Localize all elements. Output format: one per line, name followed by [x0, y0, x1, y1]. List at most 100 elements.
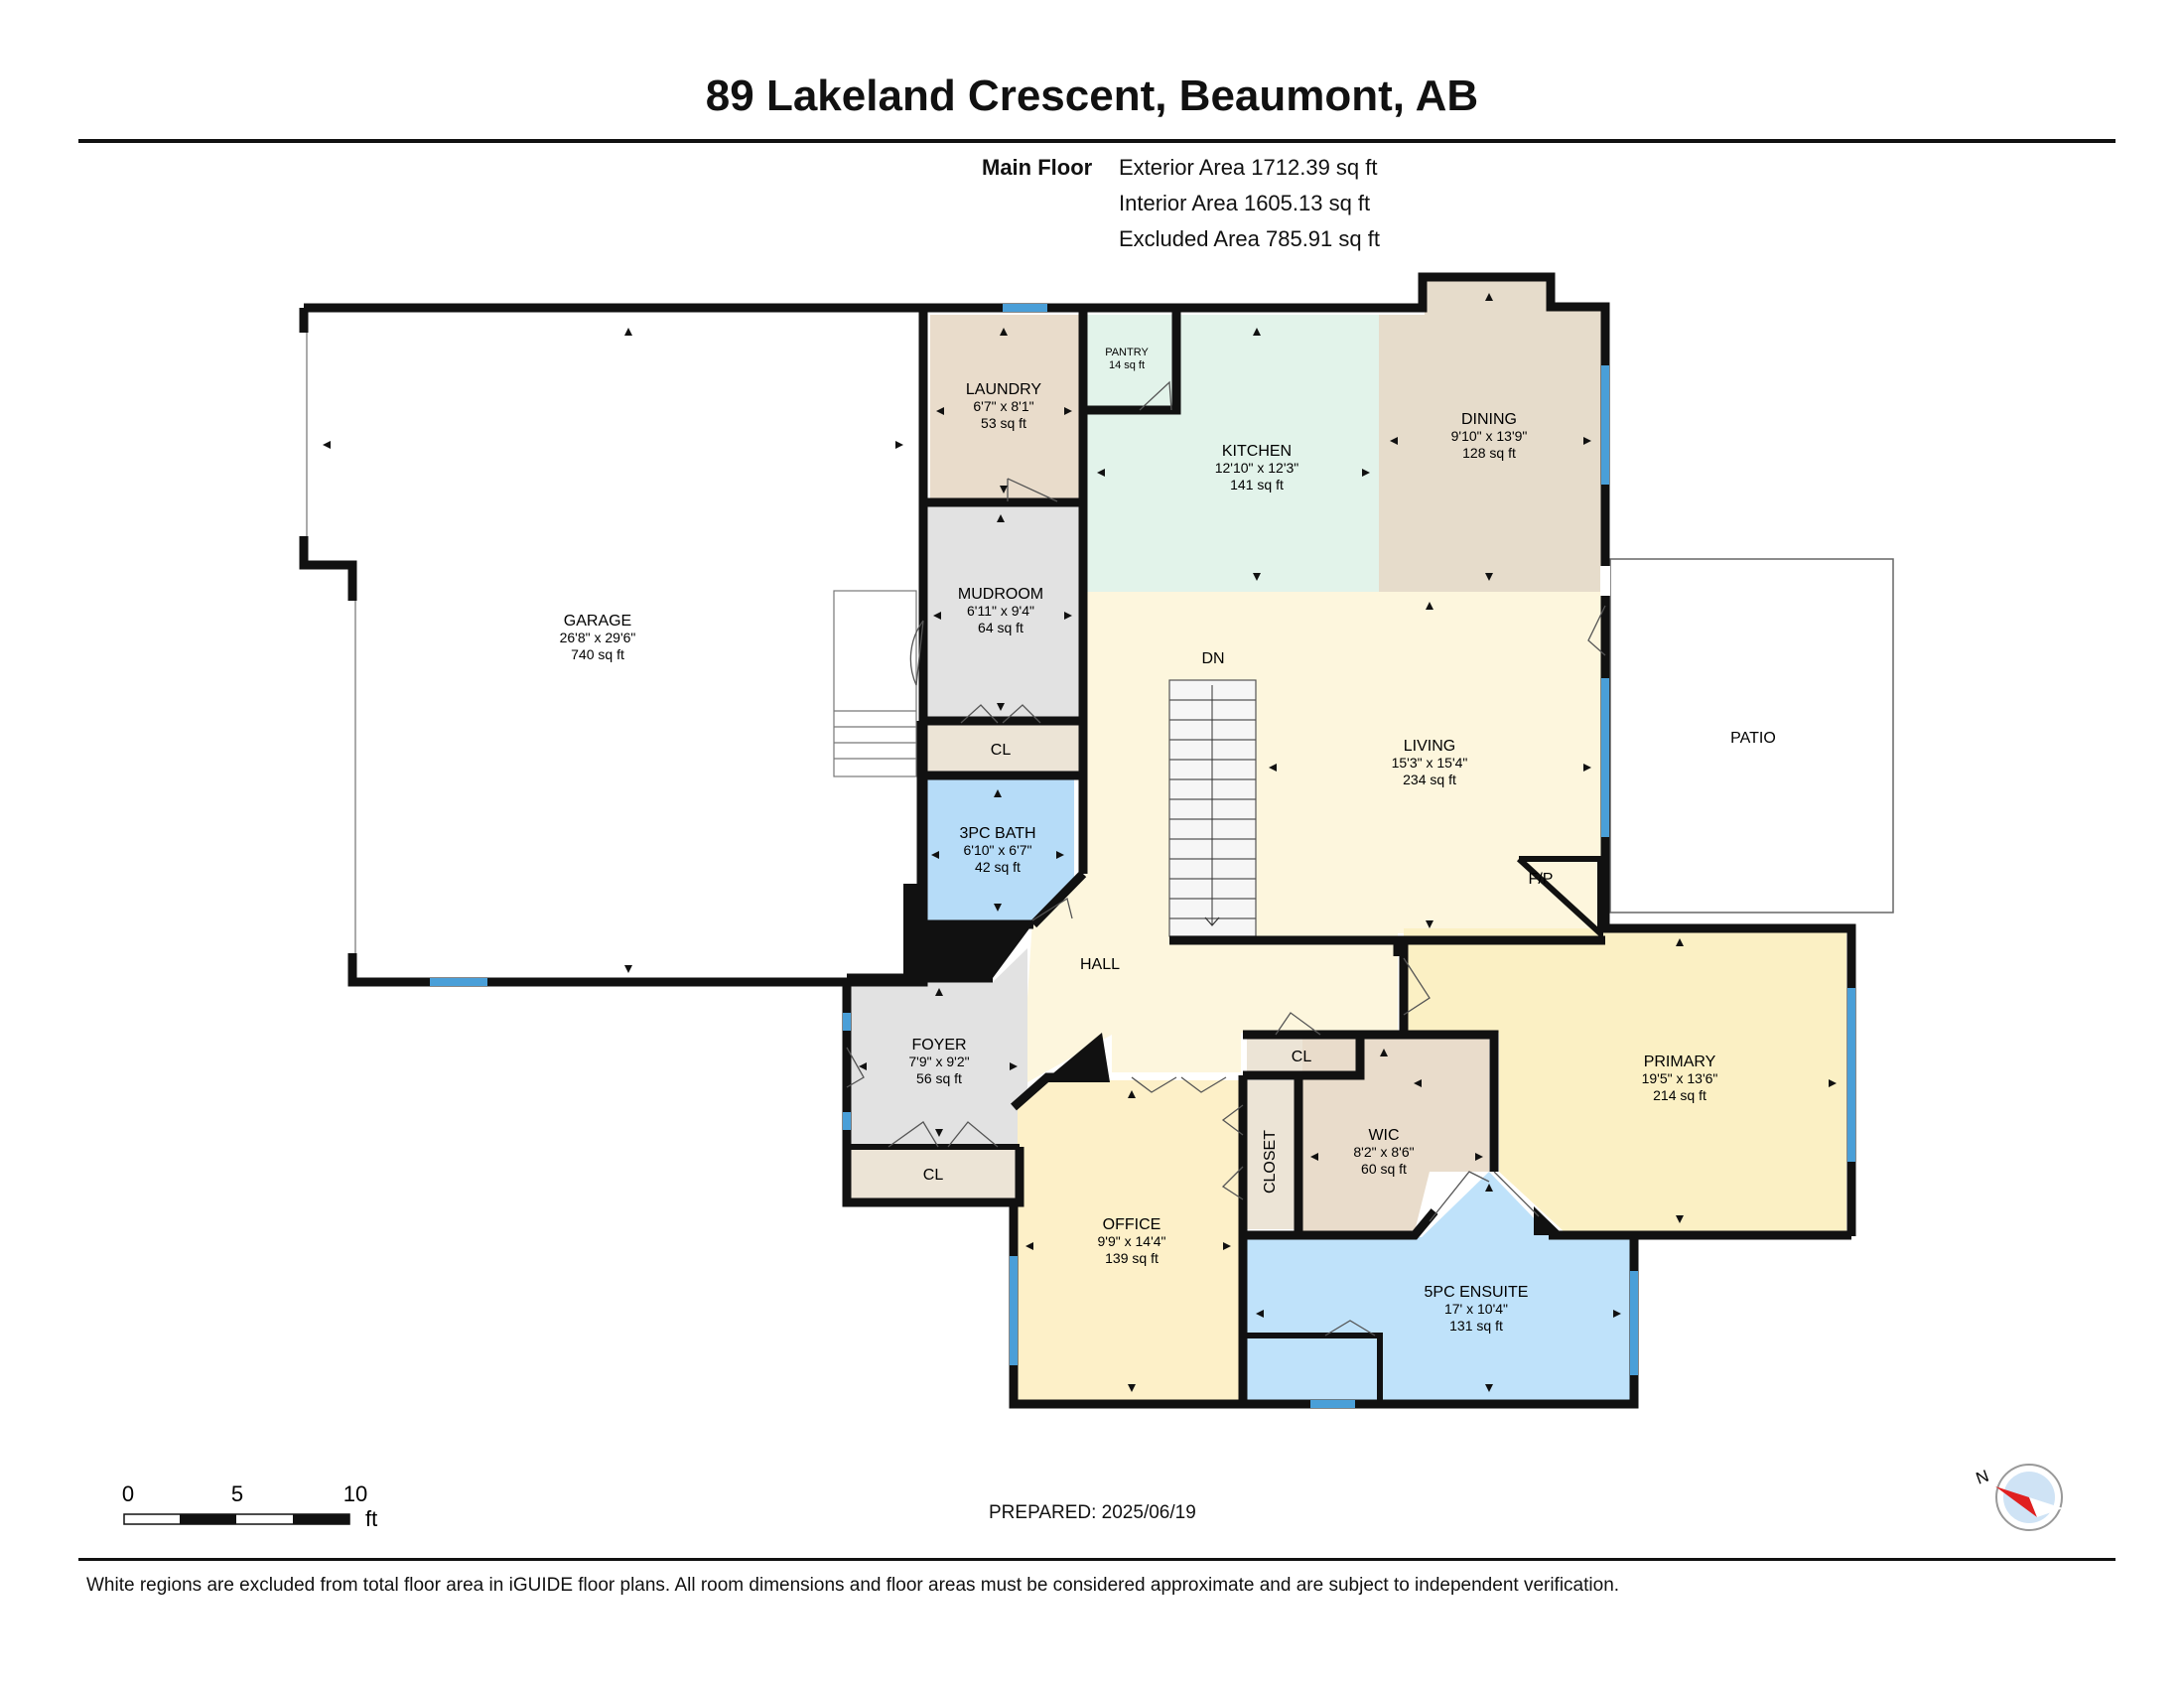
dimension-arrow — [997, 514, 1005, 522]
dimension-arrow — [1414, 1079, 1422, 1087]
foyer-name: FOYER — [911, 1037, 966, 1054]
primary-area: 214 sq ft — [1653, 1087, 1706, 1103]
hall-closet-name: CL — [1292, 1049, 1312, 1065]
dimension-arrow — [323, 441, 331, 449]
scale-label-10: 10 — [343, 1481, 367, 1506]
scale-bar: 0 5 10 ft — [122, 1481, 377, 1531]
fill-dining — [1379, 281, 1601, 592]
dimension-arrow — [933, 612, 941, 620]
footer-disclaimer: White regions are excluded from total fl… — [86, 1575, 1620, 1596]
scale-unit: ft — [365, 1506, 377, 1531]
kitchen-dim: 12'10" x 12'3" — [1215, 460, 1299, 476]
laundry-dim: 6'7" x 8'1" — [973, 398, 1033, 414]
patio-outline — [1609, 558, 1894, 914]
kitchen-area: 141 sq ft — [1230, 477, 1284, 492]
dimension-arrow — [1829, 1079, 1837, 1087]
dining-name: DINING — [1461, 411, 1517, 428]
closet-name: CLOSET — [1262, 1130, 1279, 1194]
fill-foyer — [851, 948, 1027, 1144]
patio-name: PATIO — [1730, 730, 1776, 747]
compass-north-label: N — [1974, 1467, 1991, 1488]
bath-dim: 6'10" x 6'7" — [964, 842, 1032, 858]
bath-name: 3PC BATH — [959, 825, 1035, 842]
wic-name: WIC — [1368, 1127, 1399, 1144]
living-area: 234 sq ft — [1403, 772, 1456, 787]
footer-rule — [78, 1558, 2116, 1561]
dimension-arrow — [1362, 469, 1370, 477]
dimension-arrow — [931, 851, 939, 859]
dimension-arrow — [1223, 1242, 1231, 1250]
garage-name: GARAGE — [564, 613, 631, 630]
fireplace-label: F/P — [1529, 871, 1554, 888]
fill-living — [1086, 592, 1601, 956]
floor-label: Main Floor — [982, 155, 1093, 180]
dining-dim: 9'10" x 13'9" — [1451, 428, 1528, 444]
laundry-area: 53 sq ft — [981, 415, 1026, 431]
ensuite-name: 5PC ENSUITE — [1425, 1284, 1529, 1301]
dimension-arrow — [1253, 328, 1261, 336]
excluded-area: Excluded Area 785.91 sq ft — [1119, 226, 1380, 251]
dimension-arrow — [935, 1129, 943, 1137]
dimension-arrow — [1064, 407, 1072, 415]
dimension-arrow — [1010, 1062, 1018, 1070]
mudroom-area: 64 sq ft — [978, 620, 1024, 635]
mud-closet-name: CL — [991, 742, 1012, 759]
living-dim: 15'3" x 15'4" — [1392, 755, 1468, 771]
hall-name: HALL — [1080, 956, 1120, 973]
dimension-arrow — [935, 988, 943, 996]
fill-kitchen — [1086, 315, 1379, 592]
ensuite-area: 131 sq ft — [1449, 1318, 1503, 1334]
dimension-arrow — [895, 441, 903, 449]
stairs-down-label: DN — [1201, 650, 1224, 667]
laundry-name: LAUNDRY — [966, 381, 1042, 398]
exterior-area: Exterior Area 1712.39 sq ft — [1119, 155, 1378, 180]
living-name: LIVING — [1404, 738, 1455, 755]
dimension-arrow — [994, 904, 1002, 912]
dimension-arrow — [1426, 920, 1433, 928]
fill-office — [1018, 1080, 1239, 1400]
wic-dim: 8'2" x 8'6" — [1353, 1144, 1414, 1160]
office-area: 139 sq ft — [1105, 1250, 1159, 1266]
dimension-arrow — [1256, 1310, 1264, 1318]
windows — [430, 304, 1855, 1408]
pantry-name: PANTRY — [1105, 347, 1149, 358]
doors — [846, 380, 1606, 1336]
wic-area: 60 sq ft — [1361, 1161, 1407, 1177]
dimension-arrow — [997, 703, 1005, 711]
dimension-arrow — [1064, 612, 1072, 620]
bath-area: 42 sq ft — [975, 859, 1021, 875]
primary-dim: 19'5" x 13'6" — [1642, 1070, 1718, 1086]
ensuite-dim: 17' x 10'4" — [1444, 1301, 1508, 1317]
compass-icon: N — [1974, 1464, 2063, 1531]
dimension-arrow — [1426, 602, 1433, 610]
dimension-arrow — [1000, 328, 1008, 336]
stairs — [1168, 679, 1257, 937]
fill-closet — [1247, 1080, 1295, 1229]
dimension-arrow — [936, 407, 944, 415]
dimension-arrows — [323, 293, 1837, 1392]
dimension-arrow — [1025, 1242, 1033, 1250]
foyer-dim: 7'9" x 9'2" — [908, 1054, 969, 1069]
dining-area: 128 sq ft — [1462, 445, 1516, 461]
mudroom-name: MUDROOM — [958, 586, 1043, 603]
scale-label-5: 5 — [231, 1481, 243, 1506]
room-labels: GARAGE 26'8" x 29'6" 740 sq ft LAUNDRY 6… — [560, 347, 1776, 1334]
walls — [299, 272, 1856, 1409]
garage-steps — [833, 590, 917, 777]
dimension-arrow — [1475, 1153, 1483, 1161]
fill-wic — [1302, 1039, 1489, 1231]
dimension-arrow — [1613, 1310, 1621, 1318]
dimension-arrow — [1676, 938, 1684, 946]
dimension-arrow — [1310, 1153, 1318, 1161]
fill-mudroom — [923, 506, 1080, 723]
dimension-arrow — [624, 965, 632, 973]
office-dim: 9'9" x 14'4" — [1098, 1233, 1166, 1249]
fill-bath — [921, 778, 1074, 920]
foyer-area: 56 sq ft — [916, 1070, 962, 1086]
dimension-arrow — [1390, 437, 1398, 445]
dimension-arrow — [1380, 1049, 1388, 1056]
dimension-arrow — [1485, 1184, 1493, 1192]
garage-openings — [299, 333, 357, 953]
dimension-arrow — [1128, 1384, 1136, 1392]
